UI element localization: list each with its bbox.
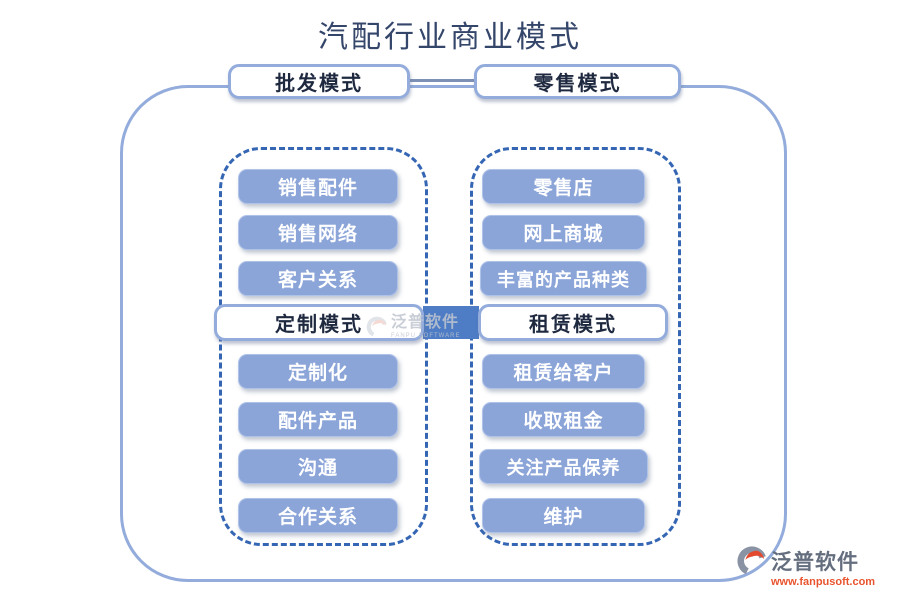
node-sales-network: 销售网络 — [238, 215, 398, 250]
retail-header-label: 零售模式 — [533, 73, 622, 95]
watermark: 泛普软件 FANPU SOFTWARE — [366, 315, 460, 339]
node-label: 租赁给客户 — [513, 363, 614, 384]
custom-header: 定制模式 — [214, 304, 424, 341]
node-retail-store: 零售店 — [482, 169, 645, 204]
node-label: 维护 — [543, 507, 584, 528]
wholesale-custom-dashed-container — [219, 147, 428, 546]
node-label: 丰富的产品种类 — [497, 269, 630, 290]
node-maintenance: 维护 — [482, 498, 645, 533]
mode-connector-bar — [423, 306, 479, 339]
fanpu-logo-icon — [737, 546, 767, 576]
node-label: 配件产品 — [277, 411, 358, 432]
node-online-mall: 网上商城 — [482, 215, 645, 250]
node-label: 关注产品保养 — [506, 457, 621, 478]
diagram-title: 汽配行业商业模式 — [318, 21, 582, 54]
node-label: 销售配件 — [277, 178, 358, 199]
node-label: 客户关系 — [277, 270, 358, 291]
node-product-maintenance-focus: 关注产品保养 — [479, 449, 648, 484]
fanpu-logo: 泛普软件 www.fanpusoft.com — [737, 546, 875, 588]
node-label: 销售网络 — [277, 224, 358, 245]
node-customer-relations: 客户关系 — [238, 261, 398, 296]
fanpu-logo-name: 泛普软件 — [771, 550, 859, 574]
lease-header: 租赁模式 — [478, 304, 668, 341]
watermark-text: 泛普软件 — [391, 314, 460, 331]
node-sales-parts: 销售配件 — [238, 169, 398, 204]
node-label: 零售店 — [533, 178, 594, 199]
watermark-subtext: FANPU SOFTWARE — [391, 333, 461, 339]
node-parts-products: 配件产品 — [238, 402, 398, 437]
node-label: 合作关系 — [277, 507, 358, 528]
wholesale-header: 批发模式 — [228, 64, 410, 99]
node-collect-rent: 收取租金 — [482, 402, 645, 437]
node-label: 网上商城 — [523, 224, 604, 245]
node-cooperation-relations: 合作关系 — [238, 498, 398, 533]
node-label: 收取租金 — [523, 411, 604, 432]
node-communication: 沟通 — [238, 449, 398, 484]
watermark-logo-icon — [366, 316, 388, 338]
fanpu-logo-url[interactable]: www.fanpusoft.com — [771, 576, 876, 588]
node-label: 沟通 — [297, 458, 338, 479]
lease-header-label: 租赁模式 — [529, 314, 617, 336]
node-lease-to-customer: 租赁给客户 — [482, 354, 645, 389]
custom-header-label: 定制模式 — [275, 314, 363, 336]
wholesale-header-label: 批发模式 — [275, 73, 363, 95]
node-rich-product-variety: 丰富的产品种类 — [480, 261, 647, 296]
node-customization: 定制化 — [238, 354, 398, 389]
header-connector-line — [410, 79, 474, 82]
retail-header: 零售模式 — [474, 64, 681, 99]
node-label: 定制化 — [287, 363, 348, 384]
retail-lease-dashed-container — [470, 147, 681, 546]
